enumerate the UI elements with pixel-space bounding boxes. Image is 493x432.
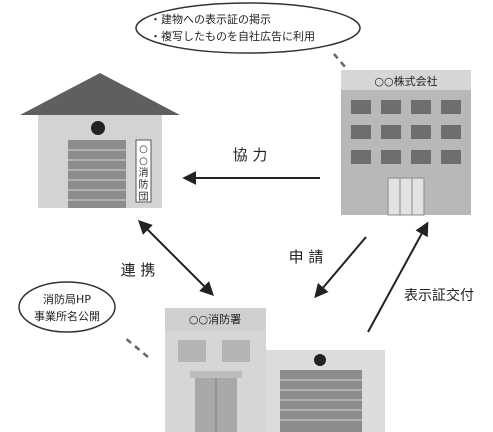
- bubble-left-tail: [123, 336, 149, 358]
- fire-brigade-building: ○ ○ 消 防 団: [20, 73, 180, 208]
- brigade-shutter: [68, 140, 126, 208]
- company-building: ○○株式会社: [341, 70, 471, 216]
- label-kyoryoku: 協 力: [233, 146, 268, 164]
- brigade-sign-char-5: 団: [139, 191, 149, 203]
- brigade-sign-char-2: ○: [139, 156, 148, 167]
- bubble-top: ・建物への表示証の掲示 ・複写したものを自社広告に利用: [135, 2, 361, 54]
- bubble-left-line-2: 事業所名公開: [34, 309, 100, 323]
- brigade-emblem: [91, 121, 105, 135]
- bubble-top-line-1: ・建物への表示証の掲示: [150, 12, 271, 26]
- bubble-left: 消防局HP 事業所名公開: [18, 281, 116, 333]
- label-hyojisho-kofu: 表示証交付: [404, 287, 474, 304]
- company-sign: ○○株式会社: [374, 74, 437, 88]
- brigade-sign: [135, 139, 152, 203]
- station-emblem: [314, 354, 326, 366]
- company-door: [387, 177, 425, 216]
- brigade-sign-char-4: 防: [139, 178, 149, 191]
- brigade-sign-char-3: 消: [139, 166, 149, 179]
- bubble-top-line-2: ・複写したものを自社広告に利用: [150, 29, 315, 43]
- bubble-left-line-1: 消防局HP: [43, 292, 91, 306]
- arrow-renkei: [138, 220, 214, 296]
- arrow-hyojisho-kofu: [367, 221, 429, 333]
- arrow-shinsei: [314, 236, 367, 299]
- label-shinsei: 申 請: [289, 248, 324, 266]
- company-windows: [351, 100, 461, 164]
- label-renkei: 連 携: [121, 261, 156, 279]
- fire-station-building: ○○消防署: [165, 308, 385, 432]
- station-sign: ○○消防署: [189, 312, 241, 326]
- brigade-sign-char-1: ○: [139, 144, 148, 155]
